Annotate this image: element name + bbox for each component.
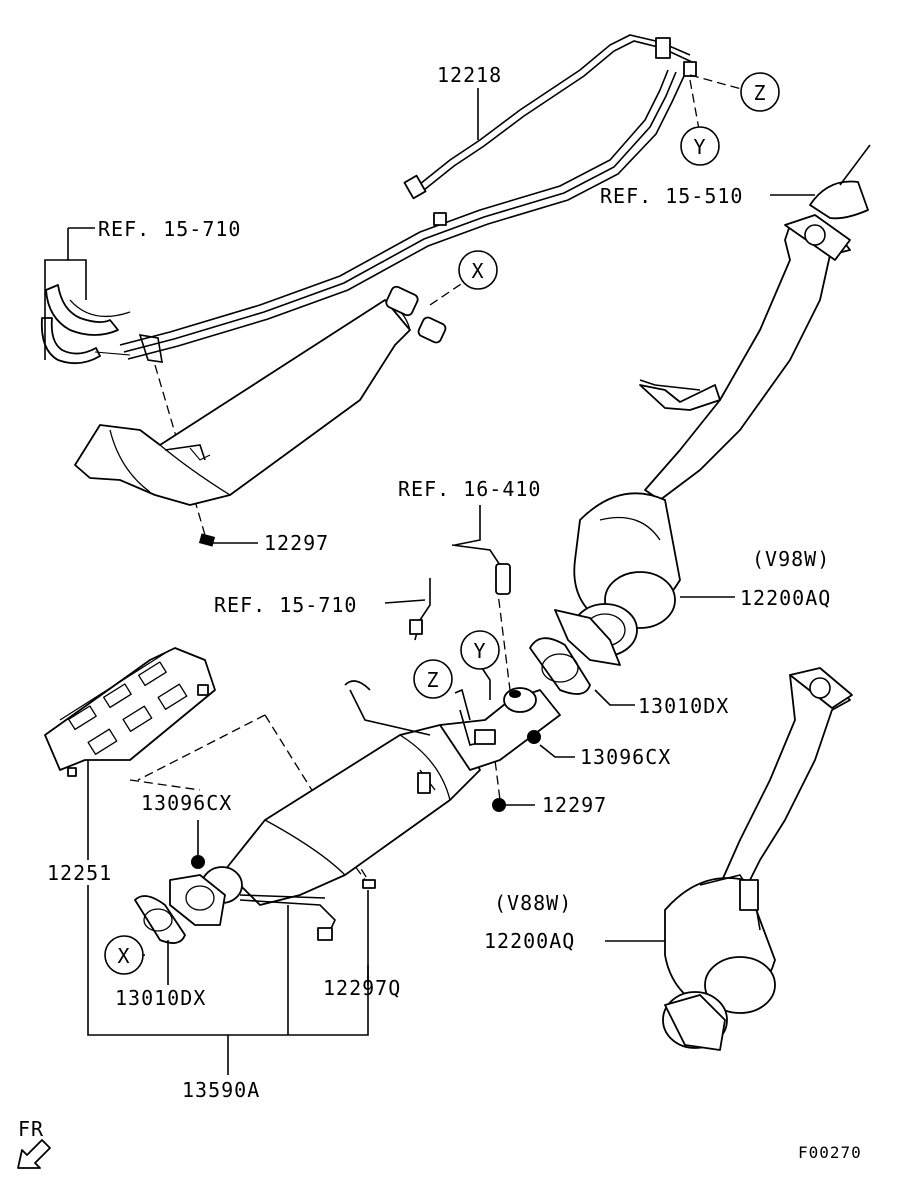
label-ref-15-710-mid: REF. 15-710	[214, 593, 357, 617]
front-catalytic-converter[interactable]	[74, 285, 447, 506]
callout-z-mid: Z	[413, 659, 453, 699]
label-ref-15-510: REF. 15-510	[600, 184, 743, 208]
svg-text:Y: Y	[693, 135, 706, 159]
bolt-12297q[interactable]	[362, 879, 376, 889]
pipe-assembly-12218[interactable]	[40, 34, 697, 365]
fr-label: FR	[18, 1117, 44, 1141]
callout-y-top: Y	[680, 126, 720, 166]
svg-text:X: X	[117, 944, 130, 968]
leader-lines	[44, 88, 815, 1075]
heat-shield-12251[interactable]	[44, 647, 216, 777]
label-12297q: 12297Q	[323, 976, 401, 1000]
front-arrow-icon	[17, 1139, 51, 1169]
label-12297-top: 12297	[264, 531, 329, 555]
svg-text:Z: Z	[753, 81, 766, 105]
svg-text:X: X	[471, 259, 484, 283]
figure-code: F00270	[798, 1143, 862, 1162]
bolt-12297-top[interactable]	[198, 533, 216, 547]
label-13096cx-right: 13096CX	[580, 745, 671, 769]
gasket-13010dx-right[interactable]	[529, 637, 591, 695]
label-12200aq-top: 12200AQ	[740, 586, 831, 610]
label-13010dx-left: 13010DX	[115, 986, 206, 1010]
nut-13096cx-left[interactable]	[191, 855, 205, 869]
label-12200aq-bottom: 12200AQ	[484, 929, 575, 953]
label-12218: 12218	[437, 63, 502, 87]
label-13010dx-right: 13010DX	[638, 694, 729, 718]
label-12251: 12251	[47, 861, 112, 885]
nut-13096cx-right[interactable]	[527, 730, 541, 744]
callout-y-mid: Y	[460, 630, 500, 670]
sensor-connector	[409, 619, 423, 635]
label-v88w: (V88W)	[494, 891, 572, 915]
label-ref-15-710-top: REF. 15-710	[98, 217, 241, 241]
front-direction-indicator: FR	[17, 1117, 51, 1169]
sensor-ref-16-410[interactable]	[451, 544, 511, 595]
catalytic-converter-v98w[interactable]	[572, 144, 871, 657]
label-13590a: 13590A	[182, 1078, 260, 1102]
callout-x-bottom: X	[104, 935, 144, 975]
svg-text:Y: Y	[473, 639, 486, 663]
catalytic-converter-v88w[interactable]	[662, 667, 853, 1051]
bolt-12297-mid[interactable]	[492, 798, 506, 812]
label-13096cx-left: 13096CX	[141, 791, 232, 815]
svg-text:Z: Z	[426, 668, 439, 692]
label-v98w: (V98W)	[752, 547, 830, 571]
flange-right-upper	[554, 609, 621, 666]
particulate-filter-13590a[interactable]	[169, 680, 561, 941]
label-12297-mid: 12297	[542, 793, 607, 817]
label-ref-16-410: REF. 16-410	[398, 477, 541, 501]
callout-x-top: X	[458, 250, 498, 290]
callout-z-top: Z	[740, 72, 780, 112]
